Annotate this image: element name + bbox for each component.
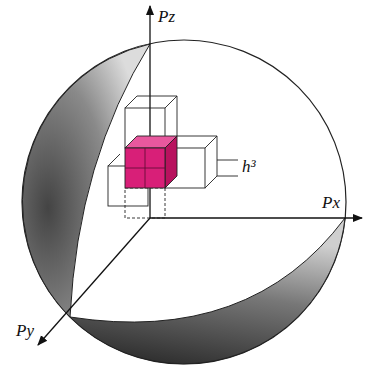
axis-label: Pz	[158, 8, 175, 25]
volume-label: h³	[242, 158, 256, 175]
axis-label: Py	[16, 322, 34, 339]
axis-label: Px	[322, 194, 340, 211]
